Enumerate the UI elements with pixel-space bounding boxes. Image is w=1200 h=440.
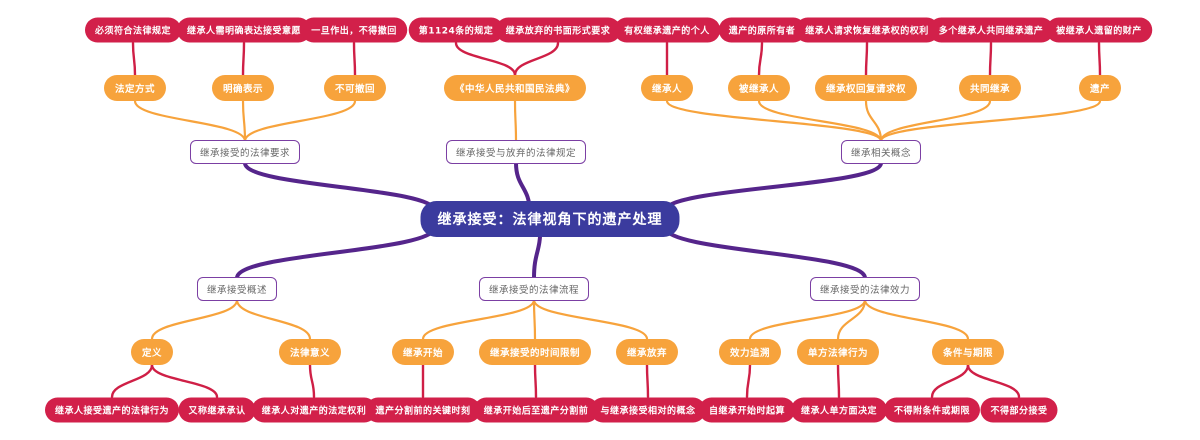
leaf-node[interactable]: 不得附条件或期限: [883, 397, 981, 423]
leaf-edge: [352, 41, 357, 77]
topic-edge: [421, 298, 536, 341]
topic-edge: [665, 99, 883, 143]
topic-edge: [836, 298, 867, 341]
topic-node[interactable]: 《中华人民共和国民法典》: [443, 75, 587, 101]
leaf-edge: [241, 41, 246, 77]
leaf-edge: [864, 41, 869, 77]
topic-edge: [150, 298, 239, 341]
topic-edge: [532, 298, 649, 341]
leaf-node[interactable]: 有权继承遗产的个人: [614, 17, 720, 43]
topic-node[interactable]: 遗产: [1078, 75, 1122, 101]
topic-edge: [879, 99, 992, 143]
topic-node[interactable]: 法定方式: [103, 75, 167, 101]
trunk-edge: [243, 161, 437, 213]
leaf-node[interactable]: 继承人对遗产的法定权利: [251, 397, 377, 423]
leaf-edge: [745, 363, 752, 399]
topic-edge: [748, 298, 867, 341]
branch-node[interactable]: 继承相关概念: [840, 140, 922, 164]
trunk-edge: [235, 225, 437, 280]
topic-node[interactable]: 继承接受的时间限制: [478, 339, 592, 365]
topic-node[interactable]: 定义: [130, 339, 174, 365]
topic-node[interactable]: 明确表示: [211, 75, 275, 101]
leaf-edge: [966, 363, 1021, 399]
leaf-node[interactable]: 被继承人遗留的财产: [1046, 17, 1152, 43]
leaf-node[interactable]: 继承人需明确表达接受意愿: [176, 17, 312, 43]
leaf-edge: [645, 363, 650, 399]
topic-node[interactable]: 单方法律行为: [796, 339, 880, 365]
leaf-edge: [131, 41, 137, 77]
branch-node[interactable]: 继承接受概述: [196, 277, 278, 301]
leaf-edge: [454, 41, 517, 77]
leaf-edge: [150, 363, 219, 399]
topic-node[interactable]: 继承放弃: [615, 339, 679, 365]
topic-edge: [863, 298, 970, 341]
leaf-node[interactable]: 又称继承承认: [178, 397, 256, 423]
trunk-edge: [663, 225, 867, 280]
leaf-edge: [1097, 41, 1102, 77]
topic-edge: [241, 99, 247, 143]
topic-edge: [864, 99, 883, 143]
branch-node[interactable]: 继承接受的法律流程: [478, 277, 590, 301]
leaf-node[interactable]: 与继承接受相对的概念: [590, 397, 706, 423]
leaf-edge: [513, 41, 560, 77]
topic-node[interactable]: 继承权回复请求权: [814, 75, 918, 101]
leaf-edge: [533, 363, 538, 399]
leaf-node[interactable]: 继承人请求恢复继承权的权利: [795, 17, 939, 43]
leaf-node[interactable]: 继承放弃的书面形式要求: [495, 17, 621, 43]
branch-node[interactable]: 继承接受的法律要求: [189, 140, 301, 164]
leaf-edge: [110, 363, 154, 399]
leaf-node[interactable]: 多个继承人共同继承遗产: [928, 17, 1054, 43]
topic-edge: [757, 99, 883, 143]
leaf-edge: [930, 363, 970, 399]
leaf-node[interactable]: 不得部分接受: [980, 397, 1058, 423]
leaf-node[interactable]: 必须符合法律规定: [84, 17, 182, 43]
topic-node[interactable]: 共同继承: [958, 75, 1022, 101]
topic-edge: [513, 99, 518, 143]
leaf-node[interactable]: 遗产的原所有者: [718, 17, 806, 43]
topic-edge: [235, 298, 312, 341]
leaf-node[interactable]: 自继承开始时起算: [698, 397, 796, 423]
topic-node[interactable]: 继承开始: [391, 339, 455, 365]
topic-edge: [243, 99, 357, 143]
branch-node[interactable]: 继承接受与放弃的法律规定: [445, 140, 587, 164]
topic-edge: [879, 99, 1102, 143]
branch-node[interactable]: 继承接受的法律效力: [809, 277, 921, 301]
topic-edge: [532, 298, 537, 341]
topic-node[interactable]: 法律意义: [278, 339, 342, 365]
leaf-node[interactable]: 继承人接受遗产的法律行为: [44, 397, 180, 423]
leaf-node[interactable]: 继承开始后至遗产分割前: [473, 397, 599, 423]
root-node[interactable]: 继承接受：法律视角下的遗产处理: [420, 201, 680, 237]
leaf-node[interactable]: 一旦作出，不得撤回: [301, 17, 407, 43]
leaf-edge: [308, 363, 316, 399]
leaf-node[interactable]: 第1124条的规定: [408, 17, 504, 43]
topic-node[interactable]: 被继承人: [727, 75, 791, 101]
topic-node[interactable]: 条件与期限: [931, 339, 1005, 365]
topic-edge: [133, 99, 247, 143]
topic-node[interactable]: 继承人: [640, 75, 694, 101]
trunk-edge: [663, 161, 883, 213]
leaf-node[interactable]: 遗产分割前的关键时刻: [365, 397, 481, 423]
leaf-edge: [757, 41, 764, 77]
leaf-edge: [988, 41, 993, 77]
topic-node[interactable]: 效力追溯: [718, 339, 782, 365]
topic-node[interactable]: 不可撤回: [323, 75, 387, 101]
leaf-node[interactable]: 继承人单方面决定: [790, 397, 888, 423]
leaf-edge: [836, 363, 841, 399]
